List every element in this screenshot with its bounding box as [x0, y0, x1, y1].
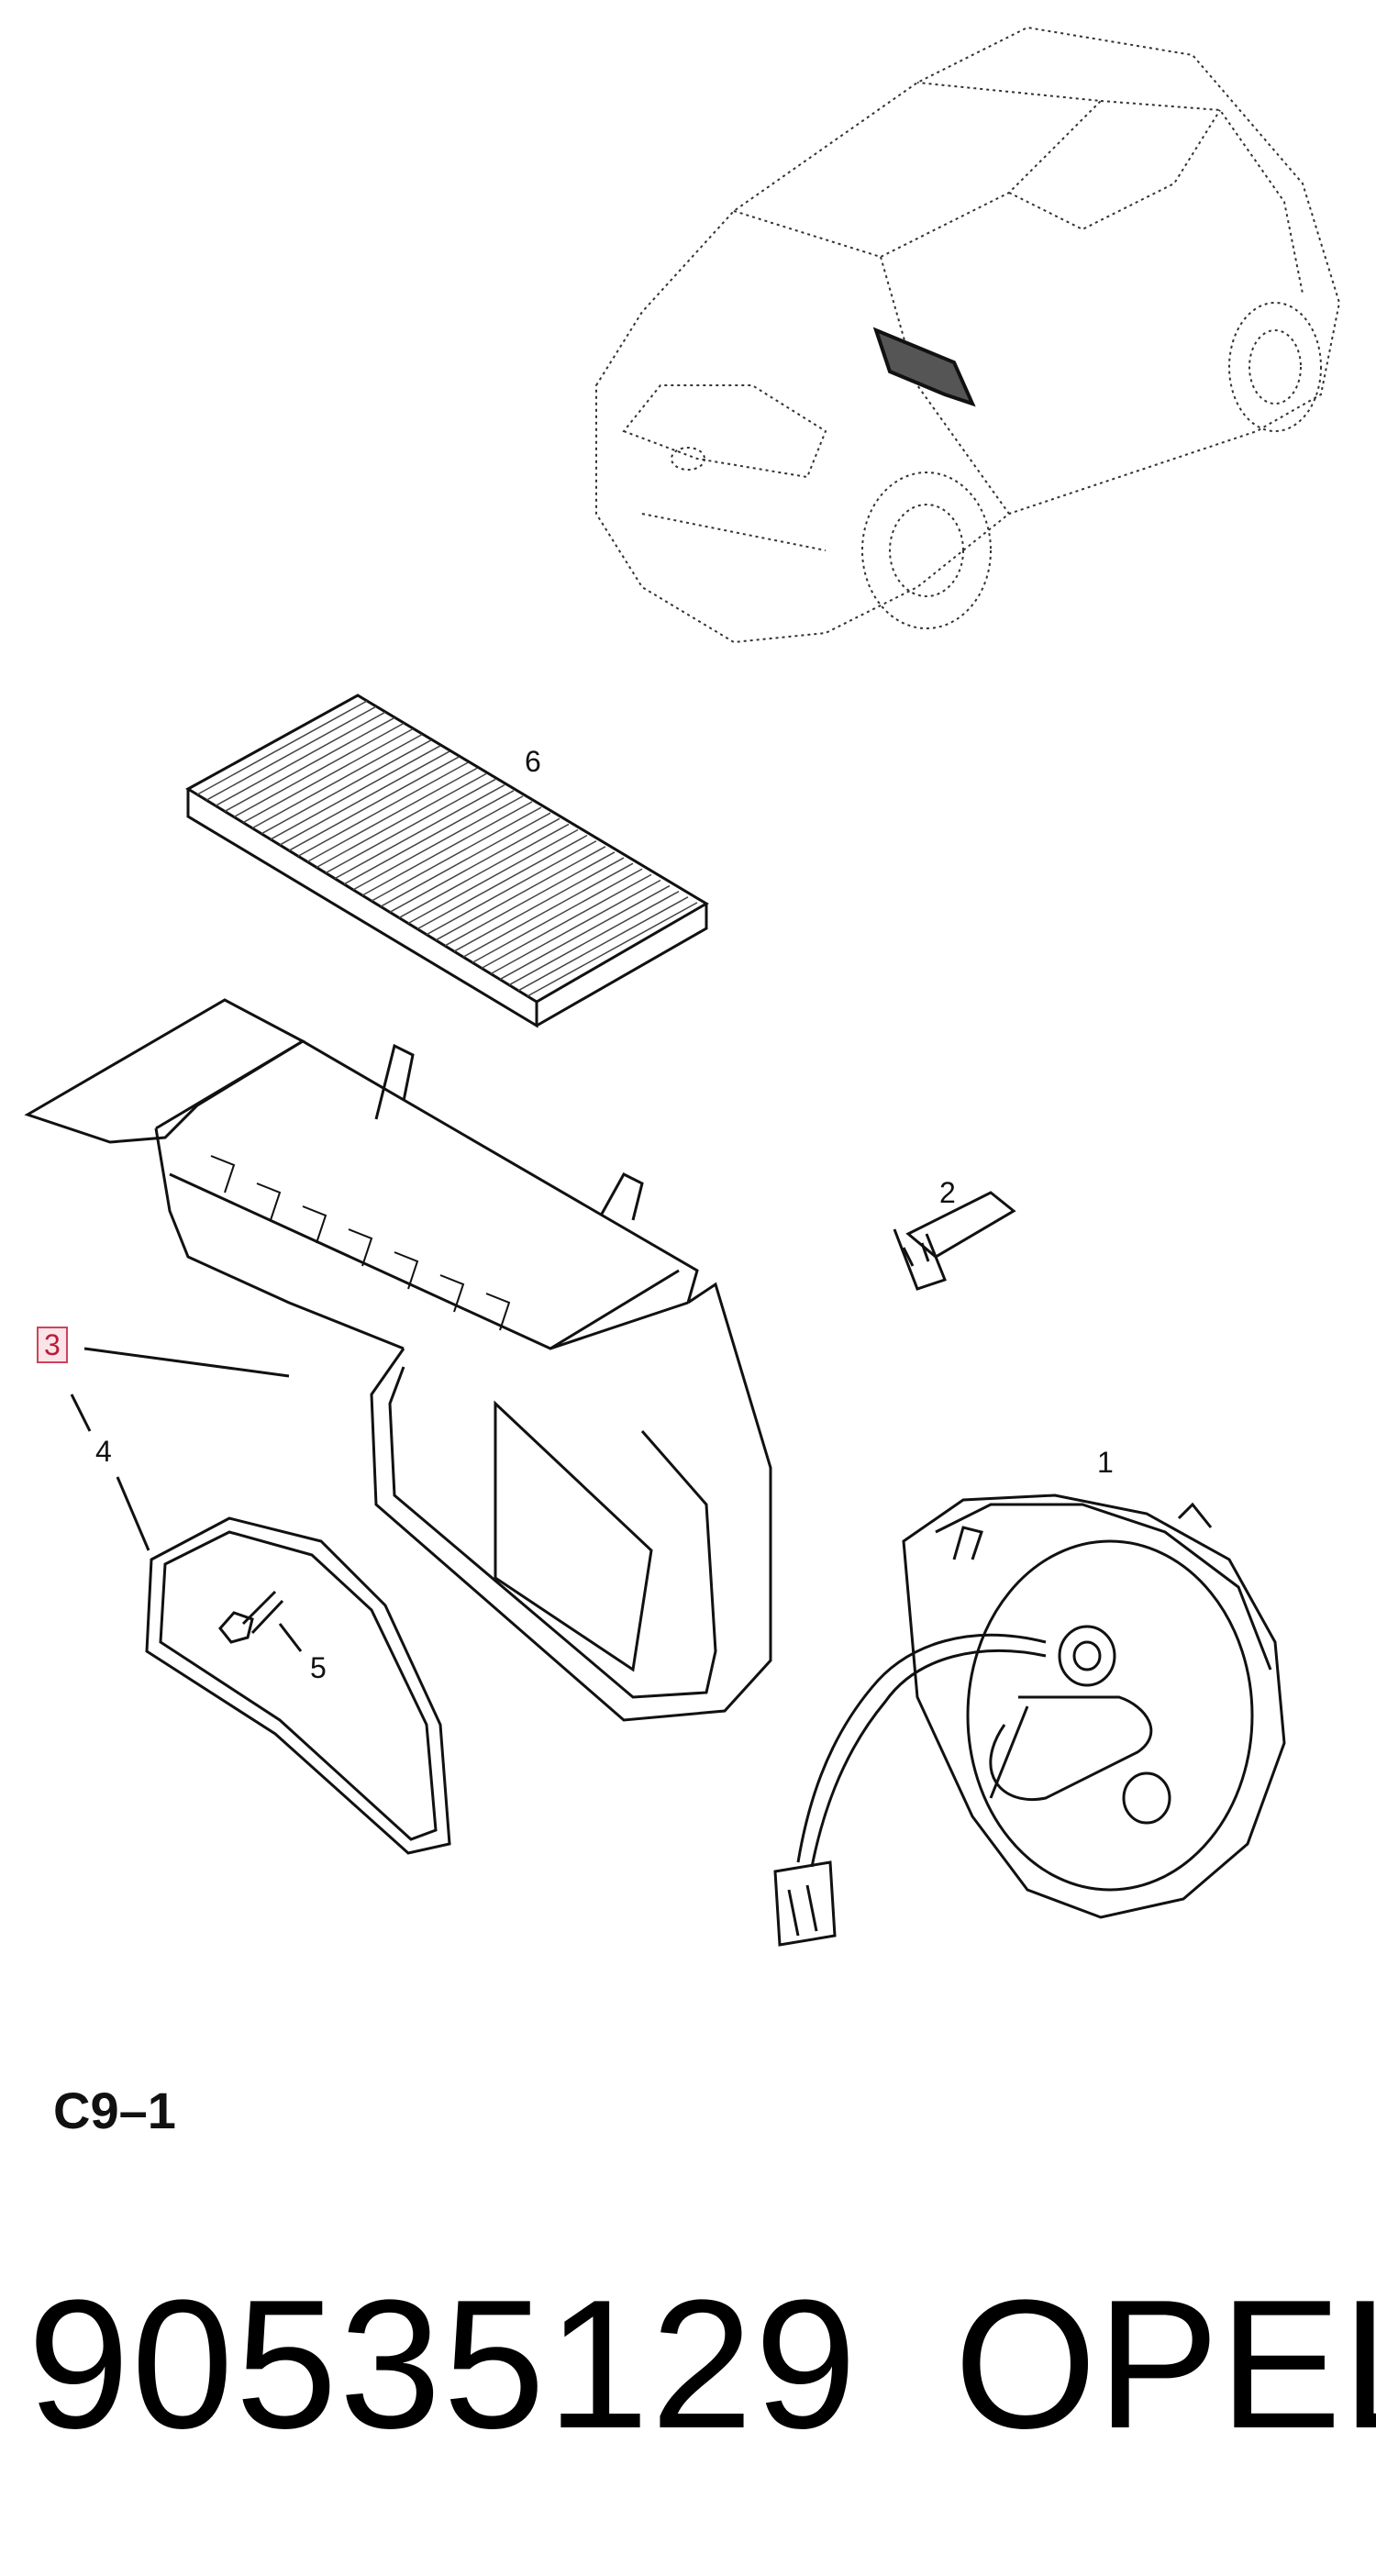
- filter-pleat-line: [361, 801, 533, 896]
- filter-pleat-line: [453, 857, 625, 952]
- part-6-cabin-filter: [185, 694, 709, 1028]
- callout-5: 5: [310, 1651, 327, 1684]
- filter-pleat-line: [297, 761, 469, 857]
- filter-pleat-line: [196, 700, 368, 795]
- brand-name: OPEL: [954, 2262, 1376, 2467]
- filter-pleat-line: [444, 851, 616, 947]
- filter-pleat-line: [435, 846, 606, 941]
- filter-pleat-line: [316, 772, 487, 869]
- filter-pleat-line: [380, 812, 551, 907]
- vehicle-outline: [595, 26, 1341, 644]
- callout-1: 1: [1097, 1446, 1114, 1479]
- part-number: 90535129: [28, 2262, 859, 2467]
- filter-pleat-line: [407, 828, 579, 925]
- filter-pleat-line: [215, 711, 386, 806]
- filter-pleat-line: [508, 891, 680, 986]
- filter-pleat-line: [462, 862, 634, 958]
- part-4-gasket: [145, 1516, 451, 1855]
- callout-3-highlighted: 3: [37, 1327, 68, 1363]
- callout-2: 2: [939, 1176, 956, 1209]
- part-1-wiring: [773, 1633, 1047, 1947]
- part-1-blower-motor: [902, 1493, 1286, 1919]
- part-5-screw: [218, 1590, 284, 1644]
- filter-pleat-line: [325, 778, 496, 874]
- filter-pleat-line: [270, 745, 441, 840]
- filter-pleat-line: [472, 868, 643, 963]
- filter-pleat-line: [306, 767, 478, 863]
- filter-pleat-line: [398, 823, 570, 919]
- vehicle-part-marker: [872, 327, 976, 407]
- callout-6: 6: [525, 745, 541, 778]
- leader-lines: [70, 1347, 303, 1652]
- filter-pleat-line: [490, 879, 661, 975]
- filter-pleat-line: [481, 873, 652, 970]
- part-6-filter-pleats: [196, 700, 698, 997]
- filter-pleat-line: [251, 734, 423, 829]
- filter-pleat-line: [343, 790, 515, 885]
- filter-pleat-line: [261, 739, 432, 835]
- filter-pleat-line: [352, 795, 524, 891]
- callout-4: 4: [95, 1435, 112, 1468]
- filter-pleat-line: [334, 784, 505, 880]
- filter-pleat-line: [389, 817, 560, 913]
- filter-pleat-line: [242, 727, 414, 824]
- part-2-resistor: [893, 1191, 1016, 1291]
- filter-pleat-line: [371, 806, 542, 902]
- filter-pleat-line: [527, 902, 698, 997]
- part-3-housing-vanes: [210, 1155, 511, 1331]
- filter-pleat-line: [288, 756, 460, 851]
- filter-pleat-line: [224, 716, 395, 813]
- diagram-code: C9–1: [53, 2082, 176, 2139]
- filter-pleat-line: [416, 834, 588, 930]
- filter-pleat-line: [499, 884, 671, 981]
- filter-pleat-line: [279, 750, 450, 846]
- filter-pleat-line: [233, 722, 405, 818]
- part-3-housing: [24, 998, 772, 1722]
- filter-pleat-line: [426, 840, 597, 936]
- filter-pleat-line: [205, 705, 377, 801]
- filter-pleat-line: [517, 896, 689, 992]
